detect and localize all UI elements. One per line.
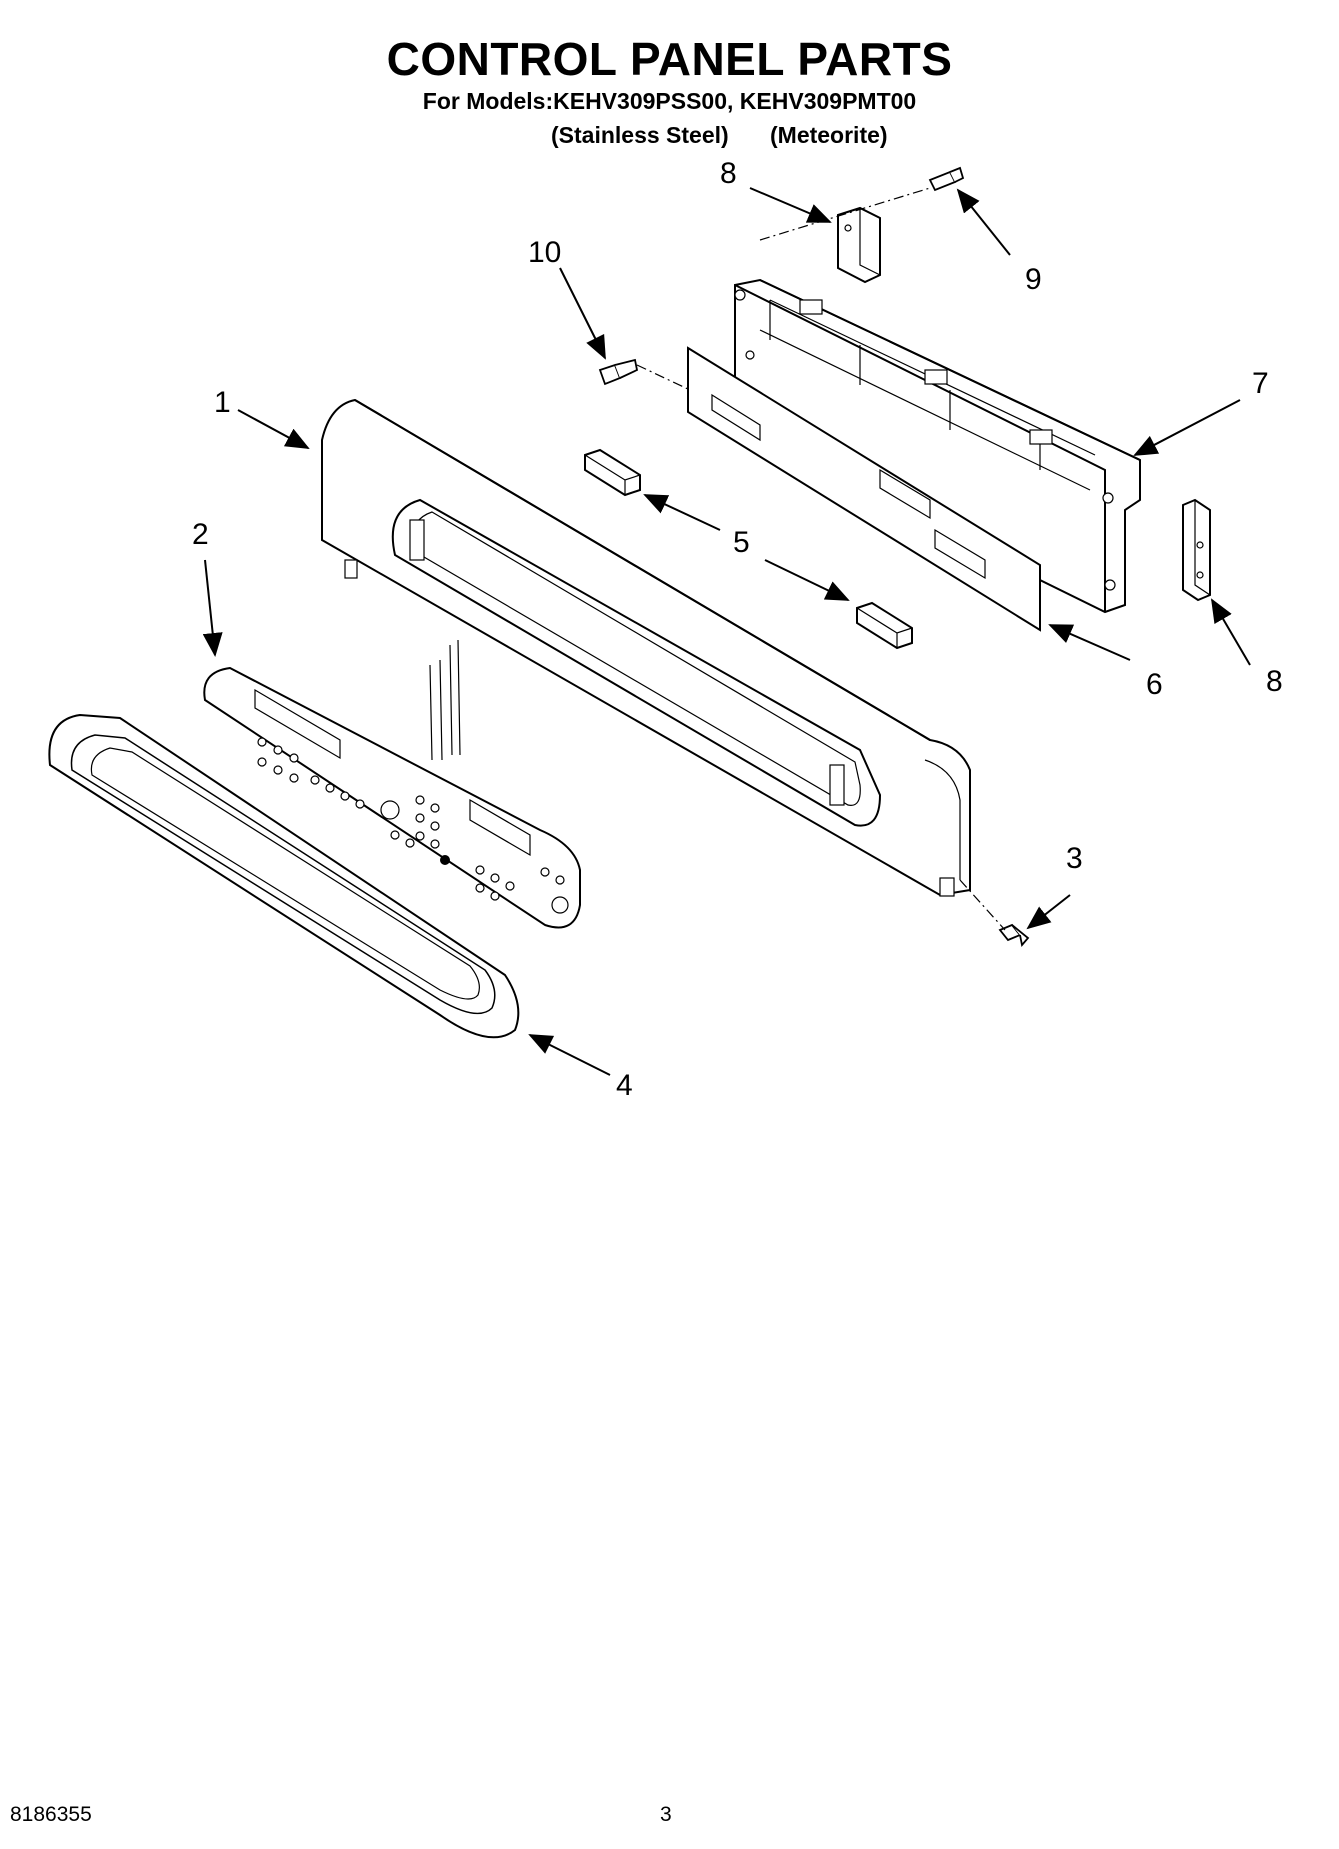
- model-numbers: For Models:KEHV309PSS00, KEHV309PMT00: [422, 88, 917, 114]
- part-4-trim-bezel: [48, 713, 520, 1039]
- callout-10: 10: [528, 236, 561, 269]
- part-8-bracket-top: [837, 206, 881, 284]
- part-2-overlay: [203, 639, 581, 929]
- leader-arrows: [202, 187, 1251, 1076]
- callout-6: 6: [1146, 668, 1163, 701]
- alignment-lines: [636, 187, 1006, 931]
- callout-9: 9: [1025, 263, 1042, 296]
- callout-2: 2: [192, 518, 209, 551]
- callout-8-right: 8: [1266, 665, 1283, 698]
- part-6-circuit-board: [687, 346, 1041, 632]
- callout-7: 7: [1252, 367, 1269, 400]
- part-3-screw: [998, 923, 1030, 947]
- part-9-screw: [928, 166, 965, 192]
- document-number: 8186355: [10, 1803, 92, 1826]
- part-1-control-panel: [321, 398, 971, 897]
- callout-3: 3: [1066, 842, 1083, 875]
- page-title: CONTROL PANEL PARTS: [386, 33, 953, 85]
- finish-stainless: (Stainless Steel): [551, 122, 729, 148]
- callout-8-top: 8: [720, 157, 737, 190]
- part-10-screw: [598, 358, 639, 386]
- callout-5: 5: [733, 526, 750, 559]
- callout-1: 1: [214, 386, 231, 419]
- page-number: 3: [660, 1803, 672, 1826]
- part-5-spacers: [584, 448, 913, 650]
- callout-4: 4: [616, 1069, 633, 1102]
- part-8-bracket-right: [1182, 498, 1211, 602]
- finish-meteorite: (Meteorite): [770, 122, 888, 148]
